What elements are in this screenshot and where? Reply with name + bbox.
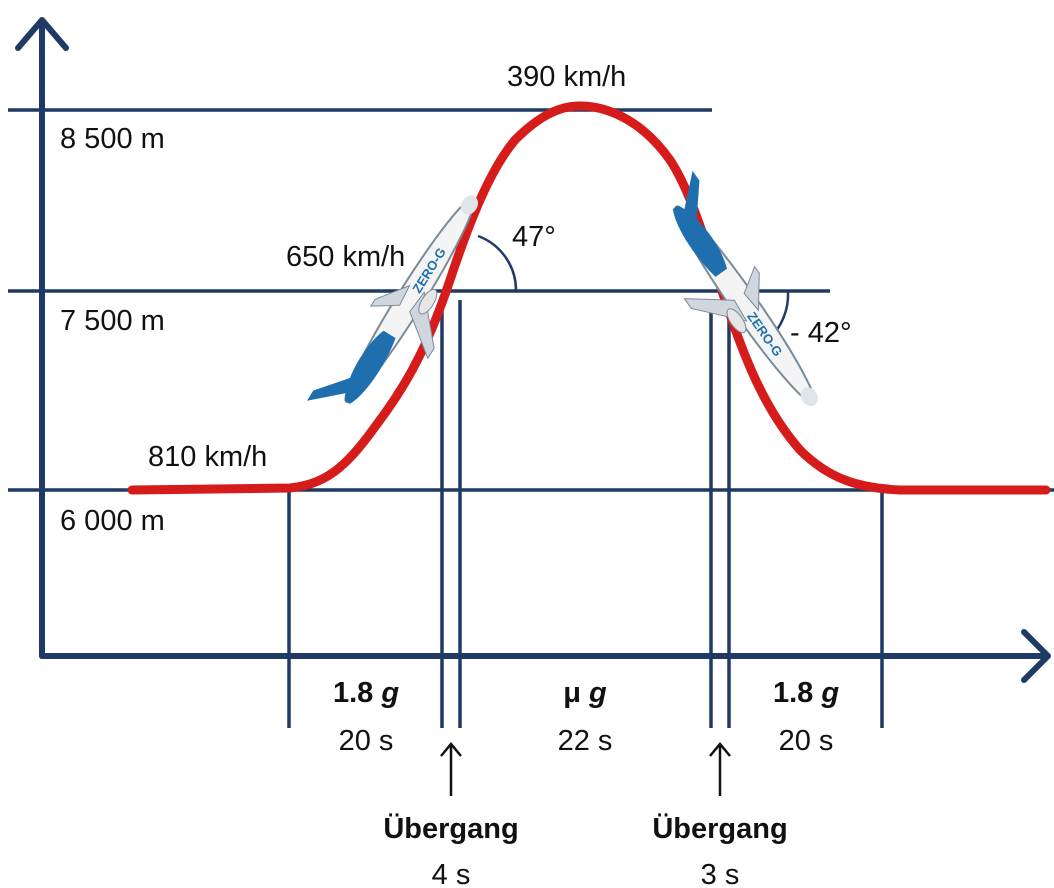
climb-angle-label: 47° [512, 221, 556, 253]
transition-label-1: Übergang [383, 812, 518, 845]
phase-g-label-3: 1.8 g [773, 677, 839, 709]
transition-duration-2: 3 s [701, 859, 740, 888]
speed-label-apex: 390 km/h [507, 61, 626, 93]
y-axis-arrowhead [15, 17, 69, 51]
flight-trajectory-curve [127, 101, 1051, 495]
phase-duration-2: 22 s [558, 725, 613, 757]
speed-label-pull-up: 650 km/h [286, 241, 405, 273]
phase-duration-3: 20 s [779, 725, 834, 757]
airplane-icon-climbing: ZERO-G [306, 195, 478, 404]
phase-duration-1: 20 s [339, 725, 394, 757]
altitude-lines [8, 108, 1054, 492]
up-arrow-icon [440, 742, 462, 796]
transition-duration-1: 4 s [432, 859, 471, 888]
phase-g-label-2: μ g [563, 677, 607, 709]
x-axis-arrowhead [1021, 629, 1051, 683]
descent-angle-label: - 42° [790, 317, 852, 349]
airplane-icon-descending: ZERO-G [672, 170, 818, 407]
speed-label-cruise: 810 km/h [148, 441, 267, 473]
altitude-label-8500: 8 500 m [60, 123, 165, 155]
altitude-label-6000: 6 000 m [60, 505, 165, 537]
up-arrow-icon [709, 742, 731, 796]
altitude-label-7500: 7 500 m [60, 305, 165, 337]
transition-label-2: Übergang [652, 812, 787, 845]
phase-g-label-1: 1.8 g [333, 677, 399, 709]
climb-angle-arc [477, 234, 518, 292]
phase-boundaries [287, 300, 884, 728]
axes [15, 17, 1051, 683]
